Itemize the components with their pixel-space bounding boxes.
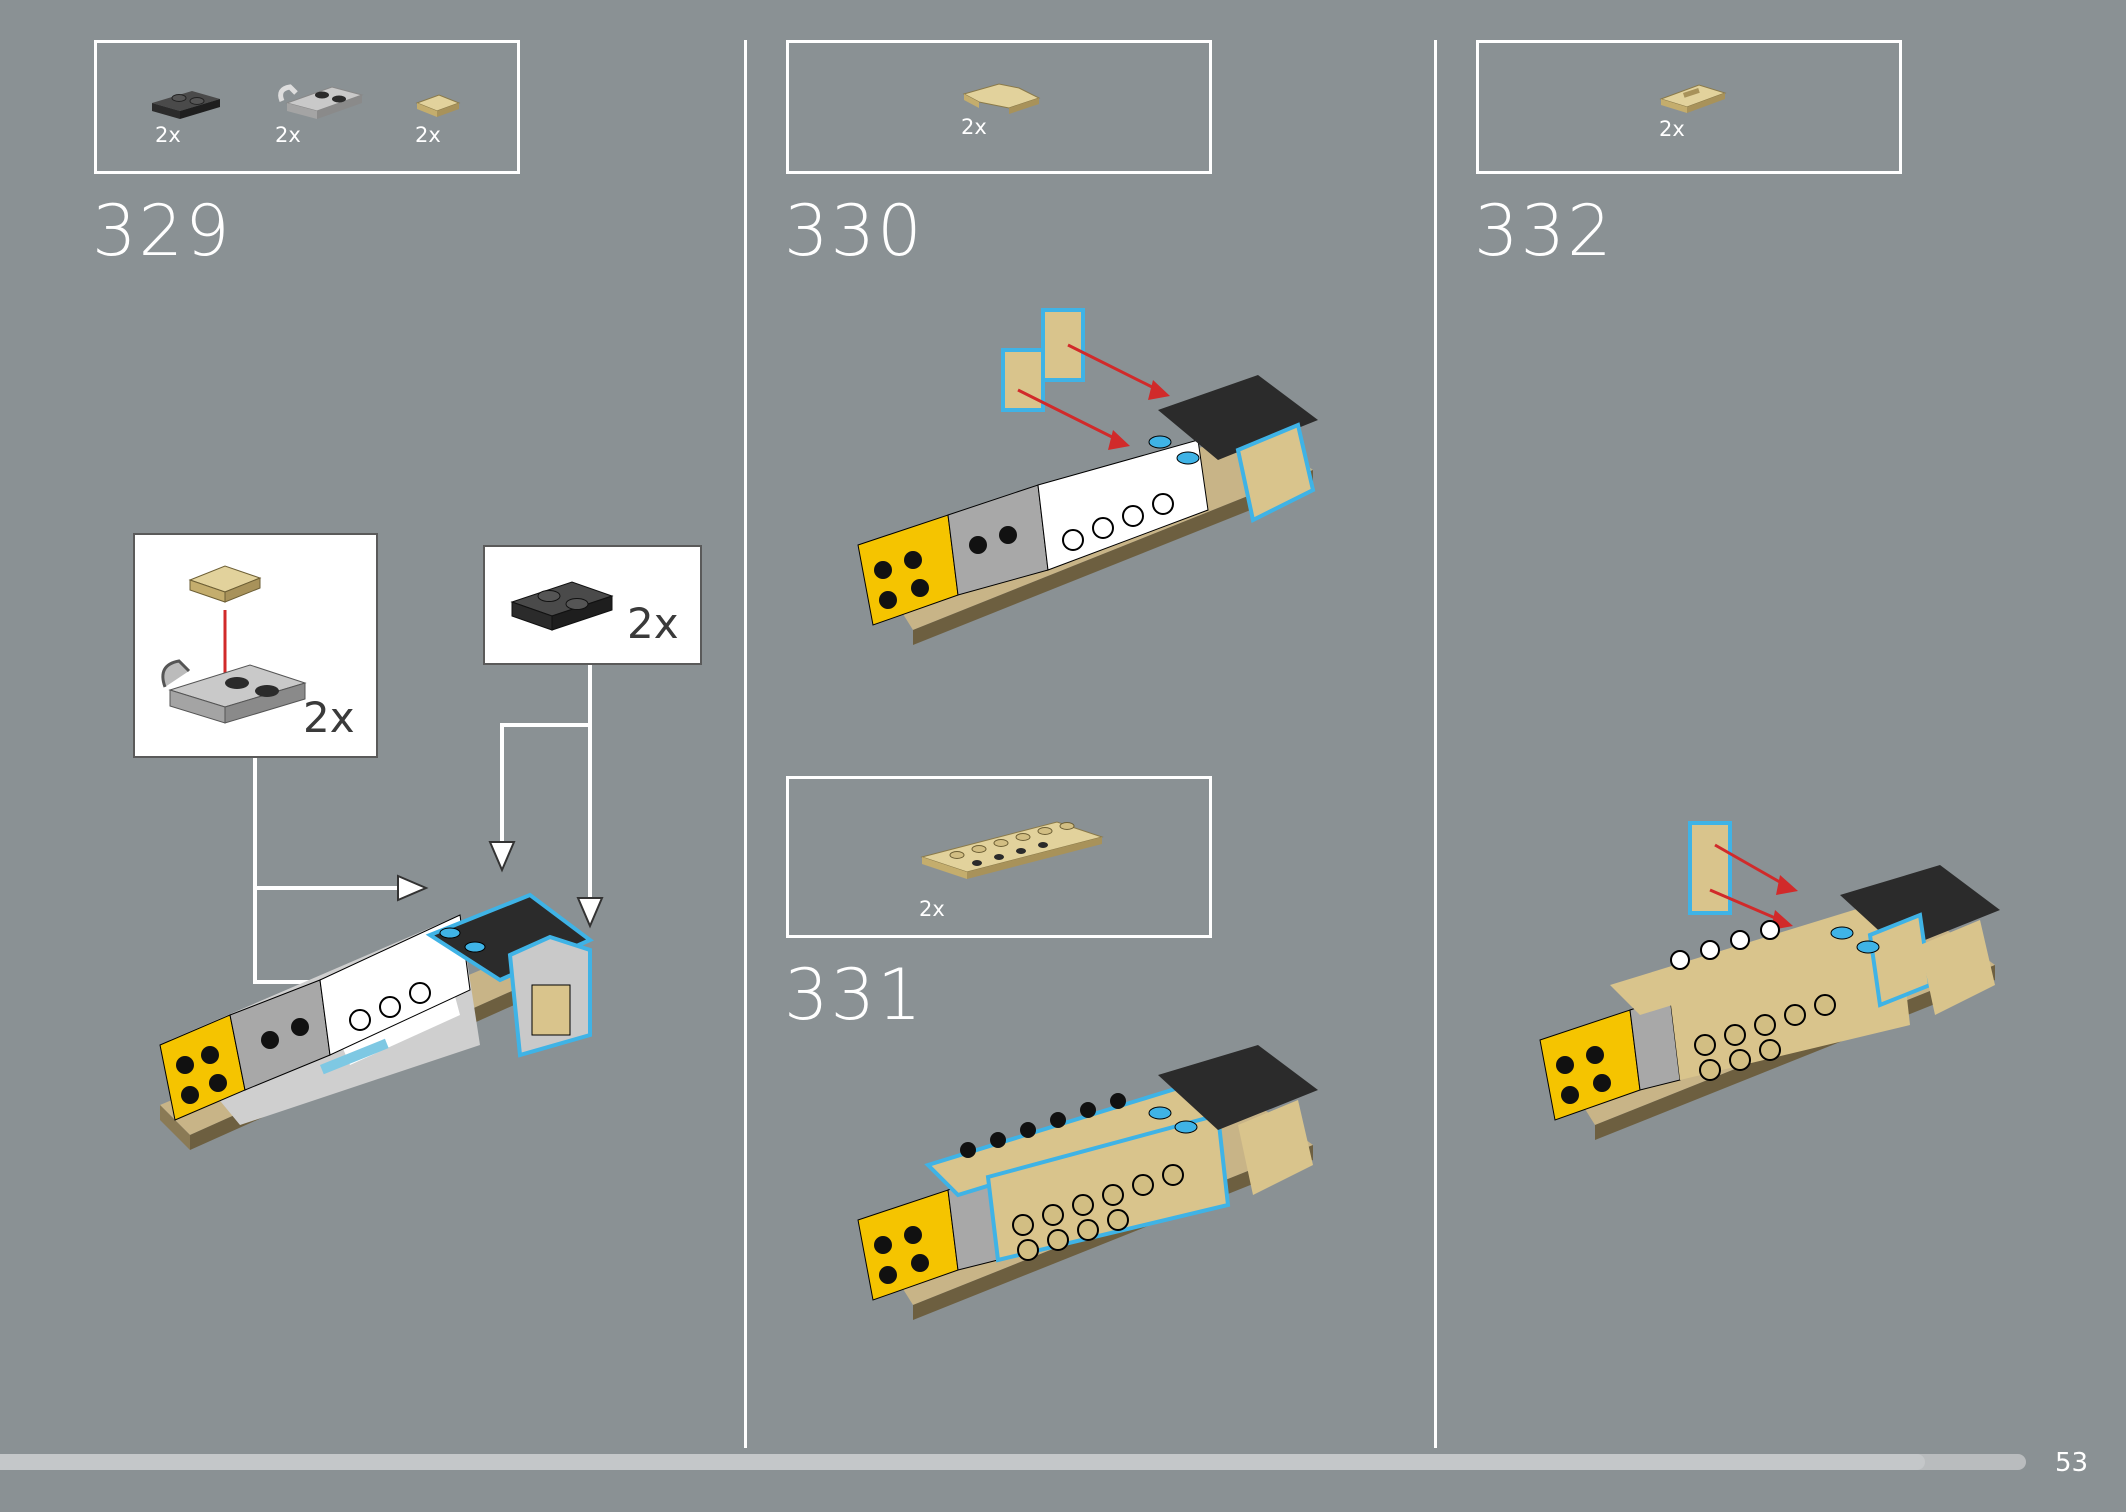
black-plate-icon bbox=[510, 581, 614, 631]
part-qty: 2x bbox=[919, 897, 945, 921]
part-tan-plate-2x6-icon bbox=[920, 821, 1104, 879]
model-assembly-step-331 bbox=[857, 1045, 1318, 1320]
page-number: 53 bbox=[2055, 1448, 2089, 1478]
grey-clip-plate-icon bbox=[161, 659, 307, 724]
part-tan-corner-tile-icon bbox=[962, 83, 1041, 114]
model-assembly-step-332 bbox=[1539, 821, 2000, 1140]
parts-list-step-332: 2x bbox=[1476, 40, 1902, 174]
sub-assembly-callout: 2x bbox=[133, 533, 378, 758]
column-divider-2 bbox=[1434, 40, 1437, 1448]
part-tan-tile-with-slot-icon bbox=[1659, 84, 1727, 113]
parts-list-step-329: 2x 2x 2x bbox=[94, 40, 520, 174]
part-tan-tile-1x1-icon bbox=[415, 94, 461, 117]
parts-list-step-330: 2x bbox=[786, 40, 1212, 174]
part-qty: 2x bbox=[275, 123, 301, 147]
step-number: 331 bbox=[784, 954, 924, 1036]
model-assembly-step-330 bbox=[857, 308, 1318, 645]
step-number: 330 bbox=[784, 190, 924, 272]
model-assembly-step-329 bbox=[159, 892, 594, 1150]
progress-bar-fill bbox=[0, 1454, 1925, 1470]
part-black-plate-1x2-icon bbox=[152, 91, 220, 119]
callout-qty: 2x bbox=[627, 599, 679, 648]
tan-tile-icon bbox=[188, 565, 262, 603]
part-qty: 2x bbox=[1659, 117, 1685, 141]
part-qty: 2x bbox=[961, 115, 987, 139]
progress-bar bbox=[0, 1454, 2026, 1470]
parts-list-step-331: 2x bbox=[786, 776, 1212, 938]
column-divider-1 bbox=[744, 40, 747, 1448]
sub-assembly-callout: 2x bbox=[483, 545, 702, 665]
part-grey-clip-plate-icon bbox=[278, 84, 364, 119]
step-number: 332 bbox=[1474, 190, 1614, 272]
step-number: 329 bbox=[92, 190, 232, 272]
part-qty: 2x bbox=[155, 123, 181, 147]
part-qty: 2x bbox=[415, 123, 441, 147]
callout-qty: 2x bbox=[303, 693, 355, 742]
